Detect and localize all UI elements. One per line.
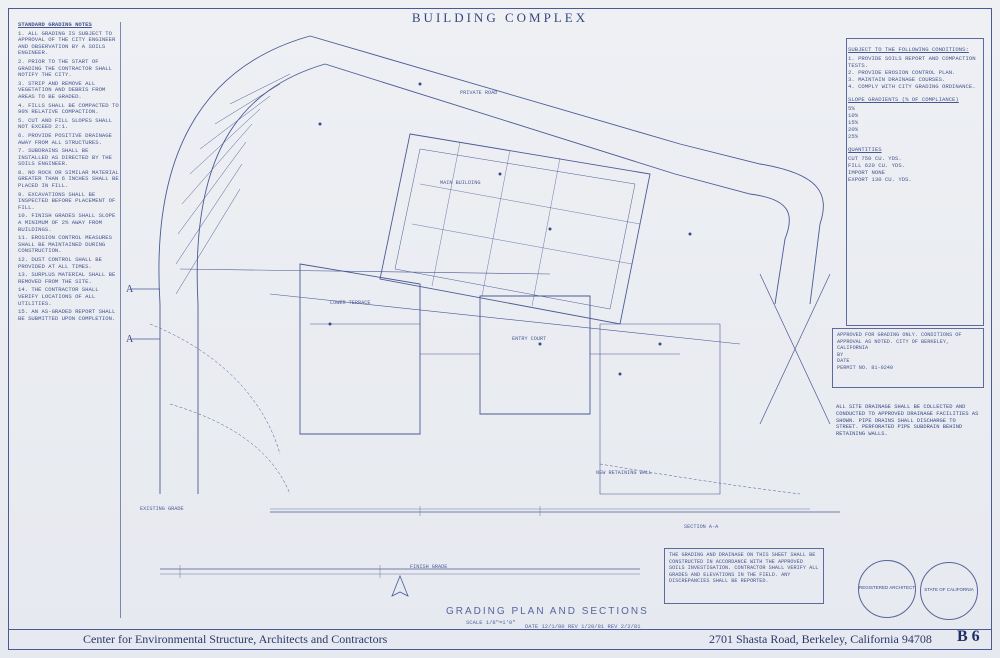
condition-item: 1. PROVIDE SOILS REPORT AND COMPACTION T… [848,55,976,69]
condition-item: 2. PROVIDE EROSION CONTROL PLAN. [848,69,956,76]
architect-stamp: REGISTERED ARCHITECT [858,560,916,618]
note-item: 13. SURPLUS MATERIAL SHALL BE REMOVED FR… [18,271,116,285]
sheet-border [8,8,992,630]
general-note-box: THE GRADING AND DRAINAGE ON THIS SHEET S… [664,548,824,604]
note-item: 6. PROVIDE POSITIVE DRAINAGE AWAY FROM A… [18,131,112,146]
slope-row: 15% [848,119,859,126]
conditions-heading: SUBJECT TO THE FOLLOWING CONDITIONS: [848,46,969,53]
slope-row: 10% [848,112,859,119]
approval-text: APPROVED FOR GRADING ONLY. CONDITIONS OF… [837,332,962,352]
label-road: PRIVATE ROAD [460,90,498,96]
label-retaining-wall: NEW RETAINING WALL [596,470,653,476]
slope-heading: SLOPE GRADIENTS (% OF COMPLIANCE) [848,96,959,103]
section-cut-x [759,273,831,425]
section-a-marker: A [126,334,134,345]
conditions-panel-border [846,38,984,326]
sheet-title: BUILDING COMPLEX [411,10,589,25]
label-entry-court: ENTRY COURT [512,336,547,342]
note-item: 11. EROSION CONTROL MEASURES SHALL BE MA… [18,234,112,255]
road-edge-outer [158,35,311,494]
note-item: 9. EXCAVATIONS SHALL BE INSPECTED BEFORE… [18,190,116,211]
label-lower-terrace: LOWER TERRACE [330,300,371,306]
notes-heading: STANDARD GRADING NOTES [18,22,92,28]
road-upper-inner [324,63,790,305]
drainage-spec-note: ALL SITE DRAINAGE SHALL BE COLLECTED AND… [836,404,979,438]
note-item: 15. AN AS-GRADED REPORT SHALL BE SUBMITT… [18,308,116,322]
label-existing-grade: EXISTING GRADE [140,506,184,512]
slope-row: 5% [848,105,855,112]
main-building [379,133,651,325]
stamp-text-right: STATE OF CALIFORNIA [924,587,974,592]
note-item: 12. DUST CONTROL SHALL BE PROVIDED AT AL… [18,256,102,270]
slope-row: 20% [848,126,859,133]
note-item: 5. CUT AND FILL SLOPES SHALL NOT EXCEED … [18,116,112,131]
note-item: 14. THE CONTRACTOR SHALL VERIFY LOCATION… [18,286,99,307]
approval-date: DATE [837,358,850,365]
note-item: 7. SUBDRAINS SHALL BE INSTALLED AS DIREC… [18,147,112,168]
condition-item: 3. MAINTAIN DRAINAGE COURSES. [848,76,946,83]
state-stamp: STATE OF CALIFORNIA [920,562,978,620]
note-item: 4. FILLS SHALL BE COMPACTED TO 90% RELAT… [18,101,119,116]
road-edge-inner [196,63,326,494]
slope-row: 25% [848,133,859,140]
grading-plan-drawing: A A [126,35,840,597]
lower-terrace [299,263,421,435]
sheet-number: B 6 [957,628,980,645]
note-item: 8. NO ROCK OR SIMILAR MATERIAL GREATER T… [18,168,119,190]
note-item: 1. ALL GRADING IS SUBJECT TO APPROVAL OF… [18,29,116,57]
section-a-marker: A [126,284,134,295]
drawing-title: GRADING PLAN AND SECTIONS [446,606,649,617]
north-arrow-icon [391,574,409,597]
grading-notes: STANDARD GRADING NOTES 1. ALL GRADING IS… [18,22,121,618]
drawing-date: DATE 12/1/80 REV 1/20/81 REV 2/2/81 [525,623,641,630]
quantity-row: CUT 750 CU. YDS. [848,155,902,162]
quantity-row: FILL 620 CU. YDS. [848,162,906,169]
drawing-scale: SCALE 1/8"=1'0" [466,619,516,626]
condition-item: 4. COMPLY WITH CITY GRADING ORDINANCE. [848,83,976,90]
note-item: 3. STRIP AND REMOVE ALL VEGETATION AND D… [18,79,106,100]
note-item: 10. FINISH GRADES SHALL SLOPE A MINIMUM … [18,212,116,233]
entry-court [479,295,591,415]
label-main-building: MAIN BUILDING [440,180,481,186]
stamp-text-left: REGISTERED ARCHITECT [859,585,916,590]
label-section-a-a: SECTION A-A [684,524,719,530]
conditions-panel: SUBJECT TO THE FOLLOWING CONDITIONS: 1. … [848,40,982,183]
approval-block: APPROVED FOR GRADING ONLY. CONDITIONS OF… [832,328,984,388]
firm-address: 2701 Shasta Road, Berkeley, California 9… [709,632,932,646]
firm-name: Center for Environmental Structure, Arch… [83,632,388,646]
title-block: Center for Environmental Structure, Arch… [8,628,992,650]
permit-number: PERMIT NO. 81-0240 [837,364,894,371]
approval-by: BY [837,351,844,358]
road-upper-outer [309,35,824,305]
note-item: 2. PRIOR TO THE START OF GRADING THE CON… [18,57,112,79]
quantity-row: EXPORT 130 CU. YDS. [848,176,912,183]
label-finish-grade: FINISH GRADE [410,564,448,570]
quantity-row: IMPORT NONE [848,169,885,176]
quantities-heading: QUANTITIES [848,146,882,153]
